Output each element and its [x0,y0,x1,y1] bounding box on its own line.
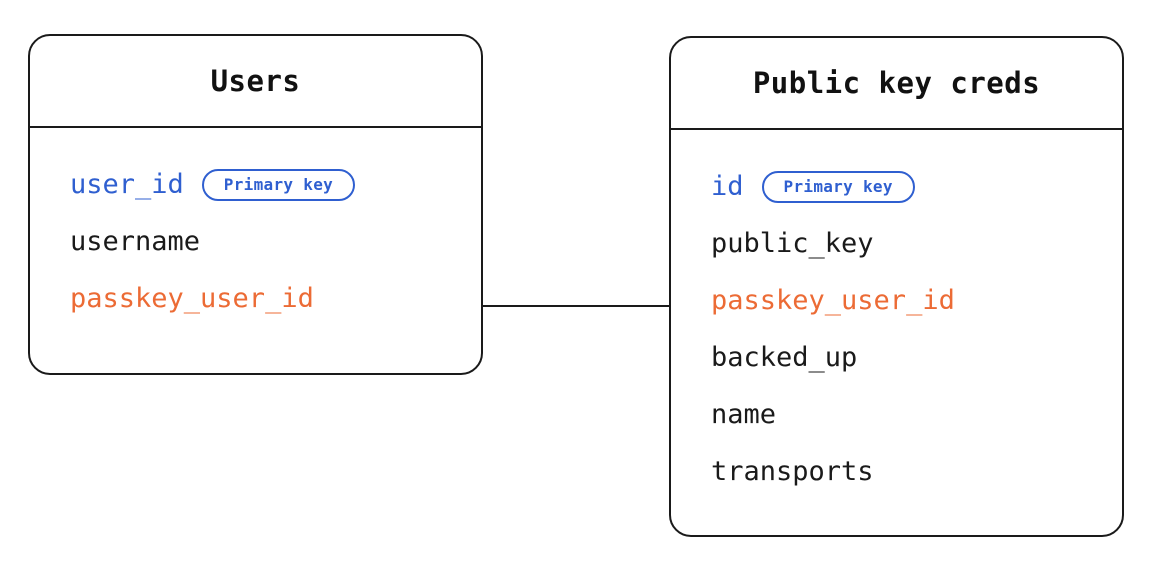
field-name-passkey-user-id: passkey_user_id [711,285,955,316]
field-name-username: username [70,226,201,257]
field-name-public-key: public_key [711,228,874,259]
primary-key-badge-user-id: Primary key [201,168,356,201]
field-name-user-id: user_id [70,169,184,200]
field-name-backed-up: backed_up [711,342,858,373]
field-row-user-id[interactable]: user_id Primary key [30,156,481,213]
relationship-connector-users-public-key-creds [481,305,671,307]
field-row-transports[interactable]: transports [671,443,1122,500]
field-row-name[interactable]: name [671,386,1122,443]
entity-public-key-creds[interactable]: Public key creds id Primary key public_k… [669,36,1124,537]
entity-users-header: Users [30,36,481,128]
field-name-id: id [711,171,744,202]
field-row-backed-up[interactable]: backed_up [671,329,1122,386]
field-row-id[interactable]: id Primary key [671,158,1122,215]
field-name-transports: transports [711,456,874,487]
field-row-username[interactable]: username [30,213,481,270]
primary-key-badge-label: Primary key [783,176,893,196]
field-name-name: name [711,399,777,430]
entity-users[interactable]: Users user_id Primary key username passk… [28,34,483,375]
primary-key-badge-label: Primary key [223,174,334,194]
entity-public-key-creds-title: Public key creds [752,66,1041,100]
field-row-passkey-user-id[interactable]: passkey_user_id [30,270,481,327]
field-name-passkey-user-id: passkey_user_id [70,283,314,314]
entity-public-key-creds-header: Public key creds [671,38,1122,130]
entity-public-key-creds-fields: id Primary key public_key passkey_user_i… [671,130,1122,526]
entity-users-title: Users [210,64,301,98]
entity-users-fields: user_id Primary key username passkey_use… [30,128,481,353]
field-row-passkey-user-id[interactable]: passkey_user_id [671,272,1122,329]
field-row-public-key[interactable]: public_key [671,215,1122,272]
primary-key-badge-id: Primary key [761,170,915,203]
